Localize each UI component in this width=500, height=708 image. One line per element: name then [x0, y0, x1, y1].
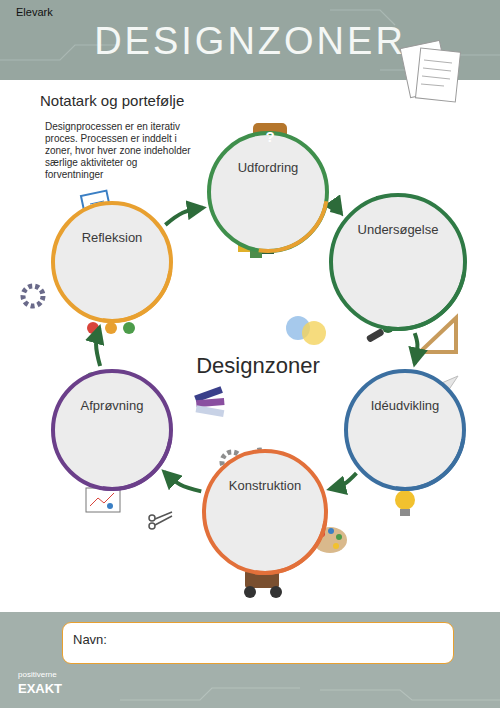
zone-circle: Udfordring — [206, 130, 330, 254]
node-label: Idéudvikling — [371, 398, 440, 413]
zone-ring — [328, 192, 468, 332]
header-band — [0, 0, 500, 80]
node-label: Undersøgelse — [358, 222, 439, 237]
node-label: Udfordring — [238, 160, 299, 175]
circuit-lines — [120, 688, 500, 700]
cycle-arrow — [164, 472, 201, 491]
cycle-arrow — [165, 208, 203, 225]
zone-ring — [50, 200, 174, 324]
cycle-arrow — [330, 210, 341, 213]
gear-icon — [23, 286, 43, 306]
ring-accent — [255, 521, 327, 575]
sheet-label: Elevark — [16, 6, 53, 18]
cycle-arrow — [330, 473, 356, 489]
paper-icon — [400, 40, 460, 102]
overlap-circles — [286, 316, 326, 345]
zone-ring — [50, 368, 174, 492]
node-label: Refleksion — [82, 230, 143, 245]
footer-band — [0, 612, 500, 708]
question-mark: ? — [265, 128, 274, 145]
whiteboard — [86, 488, 120, 512]
zone-ring — [343, 368, 467, 492]
zone-circle: Refleksion — [50, 200, 174, 324]
subtitle: Notatark og portefølje — [40, 92, 184, 109]
title: DESIGNZONER — [0, 20, 500, 63]
zone-circle: Idéudvikling — [343, 368, 467, 492]
zone-ring — [201, 448, 329, 576]
zone-circle: Afprøvning — [50, 368, 174, 492]
node-label: Navn: — [73, 632, 107, 647]
node-label: Afprøvning — [81, 398, 144, 413]
ring-accent — [102, 439, 172, 491]
scissors — [149, 512, 172, 529]
center-label: Designzoner — [196, 353, 320, 379]
node-label: Konstruktion — [229, 478, 301, 493]
zone-circle: Konstruktion — [201, 448, 329, 576]
cycle-arrow — [415, 333, 418, 364]
ring-accent — [102, 271, 172, 323]
ring-accent — [395, 439, 465, 491]
name-box: Navn: — [62, 622, 454, 664]
logo-text: EXAKT — [18, 681, 62, 696]
description-note: Designprocessen er en iterativ proces. P… — [45, 121, 197, 181]
lightbulb — [395, 490, 415, 516]
zone-ring — [206, 130, 330, 254]
color-swatches — [194, 386, 224, 417]
logo-text: positiverne — [18, 670, 57, 679]
smileys — [87, 322, 135, 334]
zone-circle: Undersøgelse — [328, 192, 468, 332]
cycle-arrow — [96, 328, 100, 366]
ring-accent — [258, 201, 328, 253]
ring-accent — [387, 272, 466, 331]
